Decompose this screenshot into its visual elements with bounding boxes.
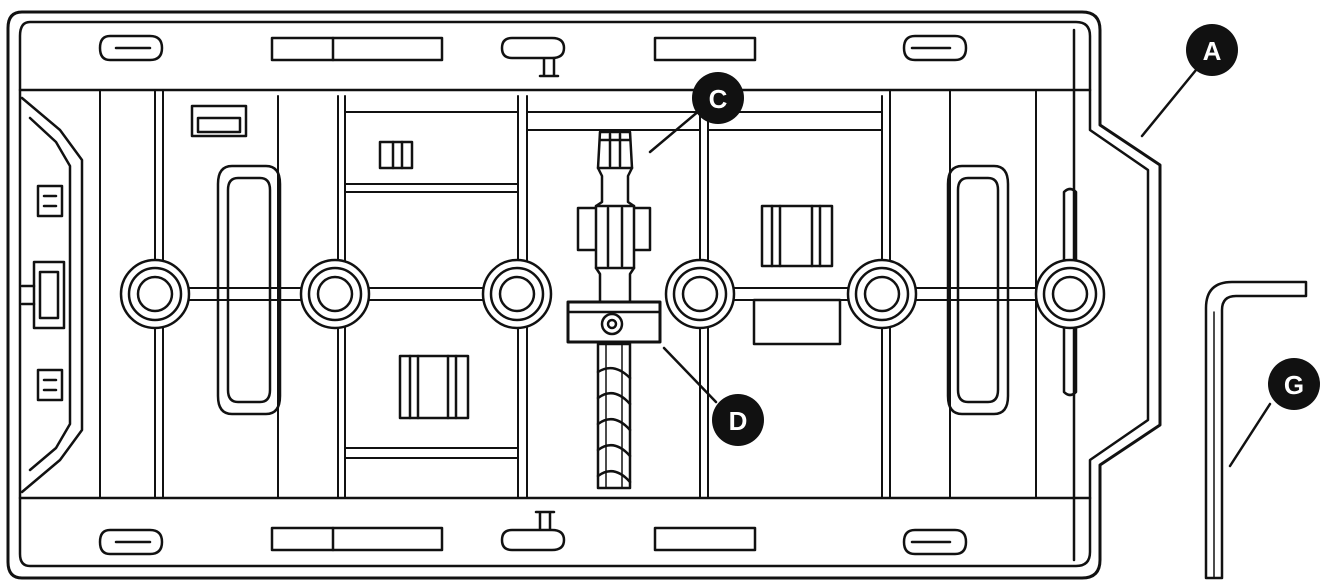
callout-a-label: A (1203, 36, 1222, 66)
callout-a: A (1186, 24, 1238, 76)
bushing-2 (299, 258, 371, 330)
bushing-6 (1034, 258, 1106, 330)
jig-inner-frame (18, 20, 1150, 568)
slot-bottom-1 (270, 526, 444, 552)
thin-slot-right (1062, 187, 1078, 397)
leader-line-c (648, 108, 702, 154)
callout-d-label: D (729, 406, 748, 436)
callout-c-circle (692, 72, 744, 124)
keyhole-bottom-right (902, 528, 968, 556)
keyhole-bottom-left (98, 528, 164, 556)
clip-small-top (378, 140, 414, 170)
slot-bottom-2 (653, 526, 757, 552)
callout-g-circle (1268, 358, 1320, 410)
clamp-block-right (760, 204, 834, 268)
keyhole-top-center (500, 36, 566, 78)
callout-g-label: G (1284, 370, 1304, 400)
callout-g: G (1268, 358, 1320, 410)
callout-d-circle (712, 394, 764, 446)
clamp-block-left (398, 354, 470, 420)
callout-a-circle (1186, 24, 1238, 76)
callout-c-label: C (709, 84, 728, 114)
elongated-slot-right (946, 164, 1010, 416)
callout-d: D (712, 394, 764, 446)
elongated-slot-left (216, 164, 282, 416)
leader-line-g (1228, 402, 1272, 468)
jig-outer-frame (6, 10, 1162, 580)
slot-top-2 (653, 36, 757, 62)
callout-c: C (692, 72, 744, 124)
depth-stop-collar (566, 300, 662, 344)
hex-shank (594, 130, 636, 304)
keyhole-top-left (98, 34, 164, 62)
set-screw (600, 312, 624, 336)
bottom-mounting-row (98, 510, 968, 556)
top-mounting-row (98, 34, 968, 78)
keyhole-top-right (902, 34, 968, 62)
leader-line-d (662, 346, 718, 404)
bushing-3 (481, 258, 553, 330)
keyhole-bottom-center (500, 510, 566, 552)
clip-top-left (190, 104, 248, 138)
hex-key (1204, 280, 1308, 580)
drill-flutes (596, 342, 632, 490)
bushing-5 (846, 258, 918, 330)
label-plate (752, 298, 842, 346)
bushing-1 (119, 258, 191, 330)
drill-bit (576, 130, 652, 490)
left-end-block (20, 96, 84, 494)
guide-rail (184, 287, 1041, 301)
bushing-4 (664, 258, 736, 330)
slot-top-1 (270, 36, 444, 62)
leader-line-a (1140, 68, 1198, 138)
